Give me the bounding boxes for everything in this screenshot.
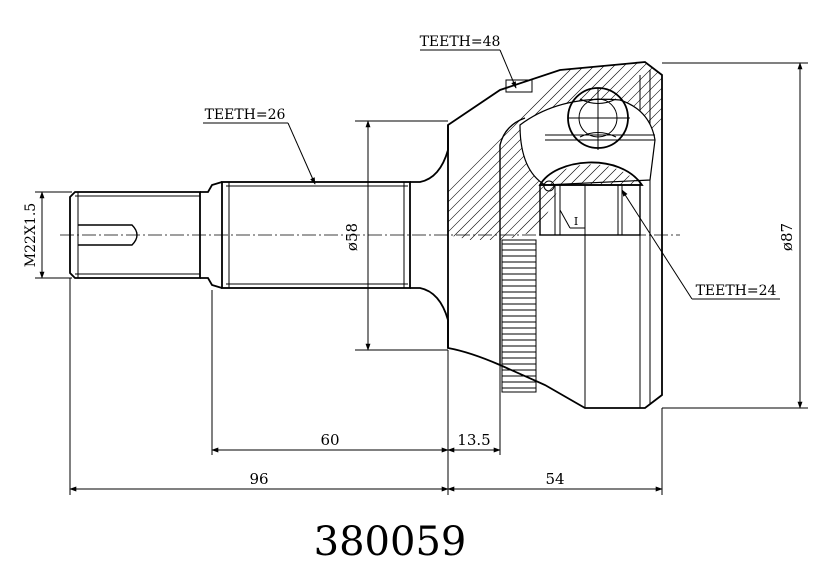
dimension-thread: M22X1.5	[23, 191, 72, 279]
ball-bearing	[567, 87, 630, 150]
part-number: 380059	[314, 519, 467, 565]
dimension-diameter-58: ø58	[343, 120, 448, 351]
dimension-diameter-87: ø87	[662, 62, 808, 409]
dimension-96: 96	[69, 278, 449, 495]
thread-label: M22X1.5	[23, 203, 39, 267]
dimension-54: 54	[447, 408, 663, 495]
dimension-13-5: 13.5	[447, 365, 501, 455]
shaft-fillet	[410, 125, 449, 348]
dimension-60: 60	[211, 290, 449, 495]
dimension-13-5-label: 13.5	[457, 431, 490, 449]
leader-teeth-24: TEETH=24	[621, 189, 780, 300]
shaft-neck	[200, 181, 223, 289]
diameter-87-label: ø87	[778, 223, 796, 251]
section-mark-label: I	[574, 215, 578, 228]
diameter-58-label: ø58	[343, 223, 361, 251]
splined-shaft	[221, 181, 411, 289]
dimension-60-label: 60	[320, 431, 339, 449]
leader-teeth-26: TEETH=26	[203, 107, 316, 185]
teeth-24-label: TEETH=24	[696, 283, 777, 299]
dimension-96-label: 96	[249, 470, 268, 488]
dimension-54-label: 54	[545, 470, 564, 488]
leader-teeth-48: TEETH=48	[420, 34, 533, 93]
abs-tone-ring	[501, 239, 537, 393]
teeth-48-label: TEETH=48	[420, 34, 501, 50]
teeth-26-label: TEETH=26	[205, 107, 286, 123]
